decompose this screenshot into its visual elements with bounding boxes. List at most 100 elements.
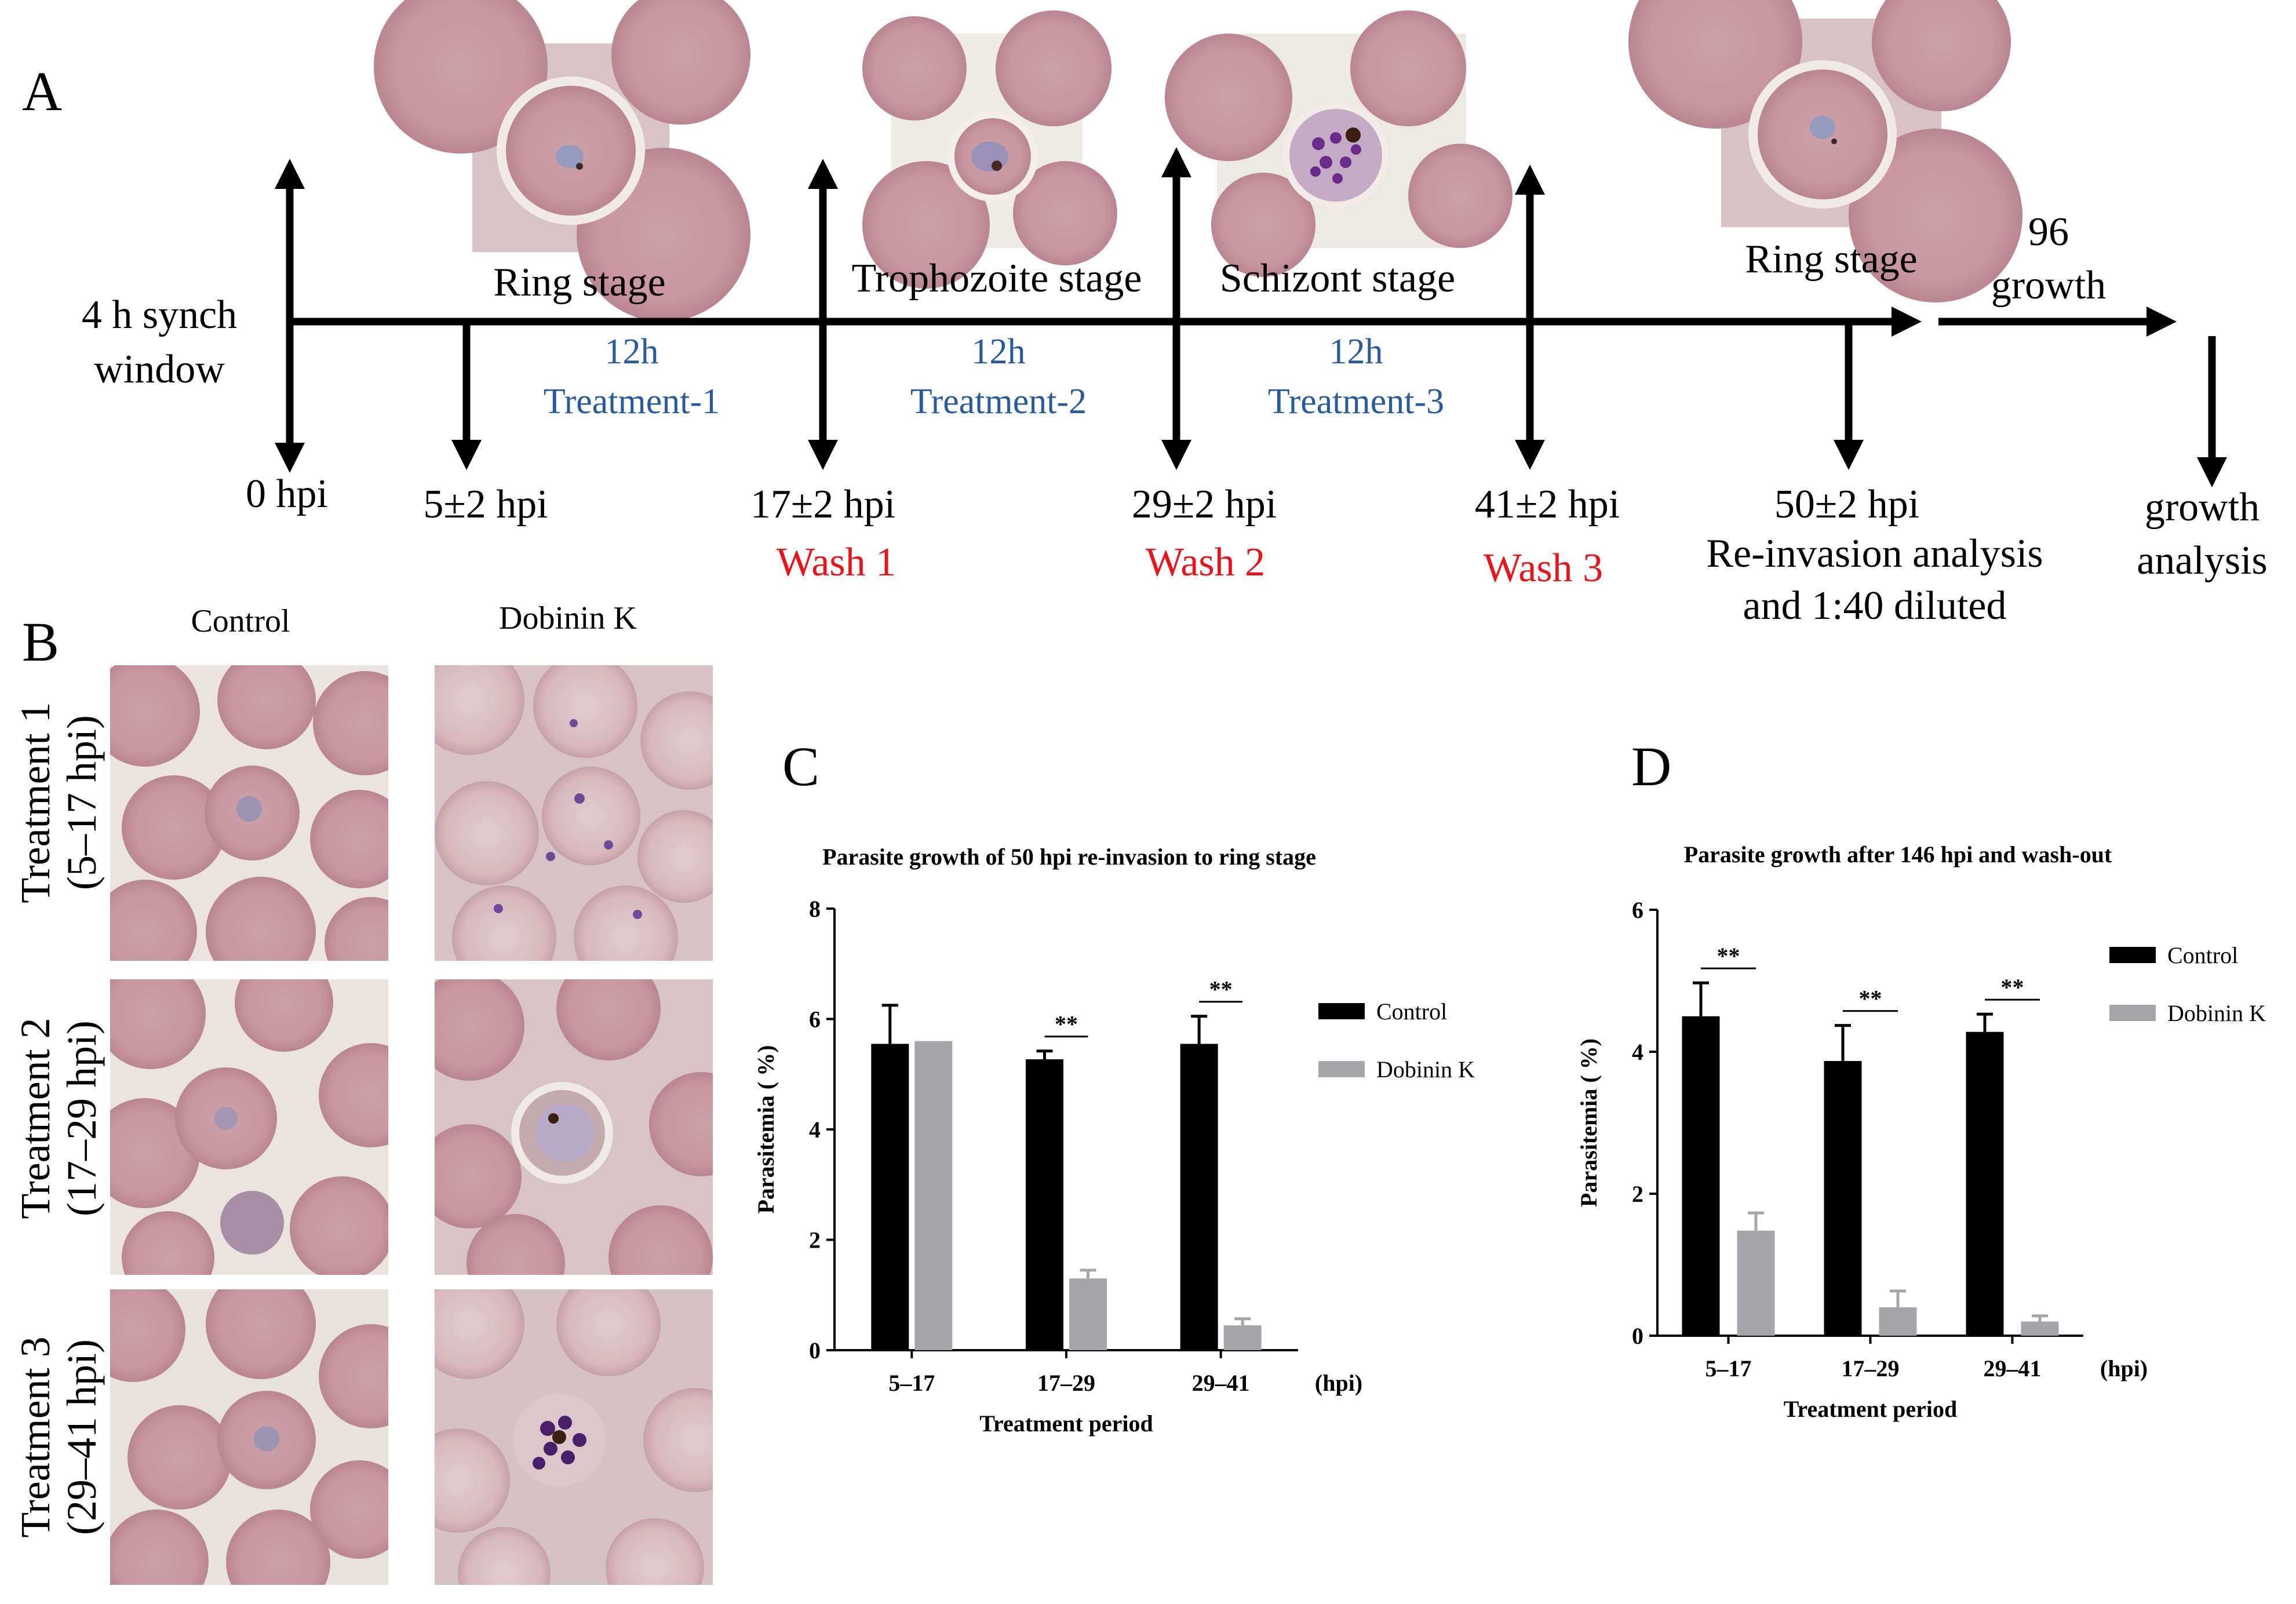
- panel-label-c: C: [782, 735, 819, 797]
- stage-label-trophozoite: Trophozoite stage: [852, 256, 1142, 301]
- timepoint-5: 5±2 hpi: [423, 482, 548, 527]
- legend-swatch-control: [1318, 1003, 1365, 1019]
- y-tick-label: 4: [809, 1117, 821, 1143]
- significance-label: **: [1055, 1011, 1078, 1037]
- row-3-line-2: (29–41 hpi): [59, 1339, 105, 1535]
- growth-label: growth: [1991, 263, 2106, 308]
- sync-window-label-1: 4 h synch: [82, 293, 237, 337]
- panel-label-d: D: [1631, 735, 1671, 797]
- timepoint-17: 17±2 hpi: [750, 482, 895, 527]
- chart-d: Parasite growth after 146 hpi and wash-o…: [1576, 841, 2266, 1422]
- legend-swatch-dobinin: [2109, 1005, 2156, 1021]
- timepoint-50: 50±2 hpi: [1774, 482, 1919, 527]
- x-tick-label: 29–41: [1192, 1370, 1250, 1396]
- y-tick-label: 8: [809, 896, 821, 922]
- column-label-control: Control: [191, 603, 290, 639]
- bar-control: [1682, 1016, 1720, 1336]
- y-axis-label: Parasitemia ( %): [753, 1045, 779, 1213]
- y-tick-label: 0: [809, 1337, 821, 1364]
- ring-stage-micrograph-1: [374, 0, 750, 322]
- micrograph-control-treatment-3: [110, 1289, 388, 1585]
- wash-2-label: Wash 2: [1146, 540, 1265, 585]
- significance-label: **: [1209, 976, 1233, 1002]
- panel-label-a: A: [22, 60, 62, 122]
- bar-dobinin: [1069, 1278, 1107, 1350]
- wash-3-label: Wash 3: [1484, 546, 1603, 590]
- bar-control: [1180, 1044, 1218, 1350]
- bar-dobinin: [1737, 1230, 1775, 1336]
- bar-dobinin: [1223, 1325, 1262, 1350]
- bar-dobinin: [2021, 1321, 2059, 1336]
- legend-label-dobinin: Dobinin K: [2167, 1000, 2266, 1026]
- x-axis-unit: (hpi): [2100, 1355, 2148, 1381]
- chart-c: Parasite growth of 50 hpi re-invasion to…: [753, 844, 1475, 1437]
- x-axis-unit: (hpi): [1315, 1370, 1362, 1396]
- timepoint-41: 41±2 hpi: [1475, 482, 1620, 527]
- bar-control: [1026, 1059, 1063, 1350]
- sync-window-label-2: window: [94, 347, 225, 392]
- row-1-line-1: Treatment 1: [12, 702, 59, 903]
- y-tick-label: 6: [1632, 897, 1643, 923]
- significance-label: **: [2001, 974, 2024, 1000]
- y-axis-label: Parasitemia ( %): [1576, 1038, 1602, 1207]
- treatment-1-name: Treatment-1: [544, 382, 720, 421]
- y-tick-label: 2: [1632, 1181, 1643, 1207]
- stage-label-ring-1: Ring stage: [493, 260, 665, 305]
- schizont-stage-micrograph: [1165, 10, 1513, 277]
- legend-swatch-dobinin: [1318, 1061, 1365, 1077]
- growth-analysis-label-1: growth: [2145, 485, 2259, 530]
- significance-label: **: [1859, 986, 1882, 1012]
- x-axis-label: Treatment period: [1784, 1396, 1958, 1422]
- x-axis-label: Treatment period: [979, 1410, 1153, 1437]
- chart-title: Parasite growth after 146 hpi and wash-o…: [1684, 841, 2112, 867]
- treatment-2-duration: 12h: [972, 332, 1026, 371]
- legend-swatch-control: [2109, 947, 2156, 963]
- bar-dobinin: [914, 1041, 953, 1350]
- micrograph-control-treatment-2: [110, 979, 388, 1275]
- growth-analysis-label-2: analysis: [2137, 538, 2268, 583]
- stage-label-ring-2: Ring stage: [1745, 237, 1917, 282]
- bar-control: [871, 1044, 909, 1350]
- significance-label: **: [1717, 943, 1740, 969]
- row-label-treatment-2: Treatment 2 (17–29 hpi): [12, 1018, 105, 1219]
- x-tick-label: 5–17: [888, 1370, 935, 1396]
- bar-control: [1824, 1060, 1862, 1336]
- reinvasion-label-1: Re-invasion analysis: [1706, 531, 2043, 576]
- treatment-2-name: Treatment-2: [910, 382, 1087, 421]
- y-tick-label: 6: [809, 1007, 821, 1033]
- panel-label-b: B: [22, 611, 59, 673]
- micrograph-control-treatment-1: [110, 665, 388, 961]
- timepoint-29: 29±2 hpi: [1132, 482, 1277, 527]
- row-2-line-2: (17–29 hpi): [59, 1020, 105, 1216]
- bar-control: [1966, 1031, 2004, 1336]
- micrograph-dobinin-treatment-3: [435, 1289, 713, 1585]
- row-label-treatment-1: Treatment 1 (5–17 hpi): [12, 702, 105, 903]
- y-tick-label: 0: [1632, 1323, 1643, 1349]
- growth-96-label: 96: [2028, 210, 2069, 254]
- legend-label-control: Control: [1376, 998, 1447, 1025]
- x-tick-label: 17–29: [1037, 1370, 1095, 1396]
- stage-label-schizont: Schizont stage: [1220, 256, 1455, 301]
- treatment-3-duration: 12h: [1329, 332, 1383, 371]
- reinvasion-label-2: and 1:40 diluted: [1743, 584, 2007, 628]
- x-tick-label: 5–17: [1705, 1355, 1752, 1381]
- treatment-1-duration: 12h: [605, 332, 659, 371]
- x-tick-label: 29–41: [1984, 1355, 2042, 1381]
- legend-label-dobinin: Dobinin K: [1376, 1056, 1475, 1082]
- row-label-treatment-3: Treatment 3 (29–41 hpi): [12, 1336, 105, 1537]
- wash-1-label: Wash 1: [777, 540, 896, 585]
- y-tick-label: 4: [1632, 1039, 1643, 1065]
- micrograph-dobinin-treatment-2: [435, 979, 713, 1275]
- chart-title: Parasite growth of 50 hpi re-invasion to…: [822, 844, 1316, 870]
- timeline: [275, 147, 2227, 487]
- treatment-3-name: Treatment-3: [1268, 382, 1444, 421]
- row-1-line-2: (5–17 hpi): [59, 715, 105, 890]
- row-2-line-1: Treatment 2: [12, 1018, 59, 1219]
- micrograph-dobinin-treatment-1: [435, 665, 713, 961]
- y-tick-label: 2: [809, 1227, 821, 1253]
- ring-stage-micrograph-2: [1628, 0, 2022, 302]
- legend-label-control: Control: [2167, 942, 2238, 968]
- row-3-line-1: Treatment 3: [12, 1336, 59, 1537]
